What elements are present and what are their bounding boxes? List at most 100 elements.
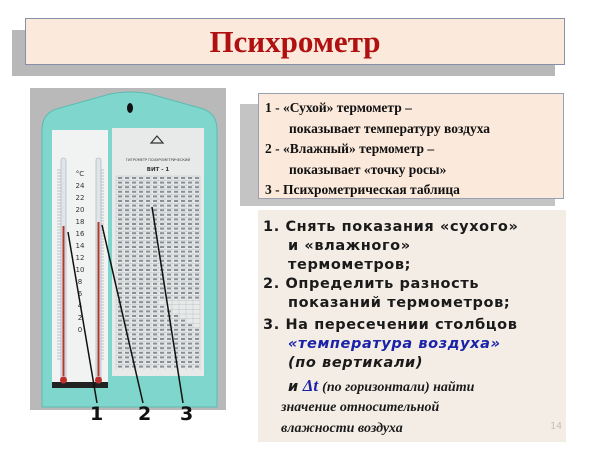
table-cell bbox=[195, 356, 199, 359]
table-cell bbox=[125, 273, 129, 276]
table-cell bbox=[139, 246, 143, 248]
table-cell bbox=[146, 269, 150, 271]
table-cell bbox=[153, 255, 157, 258]
table-cell bbox=[160, 342, 164, 345]
table-cell bbox=[167, 190, 171, 193]
table-cell bbox=[125, 365, 129, 368]
table-cell bbox=[146, 310, 150, 313]
table-cell bbox=[160, 213, 164, 216]
table-cell bbox=[125, 324, 129, 327]
table-cell bbox=[139, 241, 143, 244]
table-cell bbox=[118, 181, 122, 184]
table-cell bbox=[125, 186, 129, 189]
table-cell bbox=[181, 351, 185, 354]
table-cell bbox=[188, 296, 192, 299]
table-cell bbox=[160, 218, 164, 221]
table-cell bbox=[174, 342, 178, 345]
table-cell bbox=[181, 204, 185, 207]
table-caption: ГИГРОМЕТР ПСИХРОМЕТРИЧЕСКИЙ bbox=[126, 157, 191, 162]
table-cell bbox=[174, 273, 178, 276]
table-cell bbox=[146, 301, 150, 304]
table-cell bbox=[153, 204, 157, 207]
table-cell bbox=[139, 190, 143, 193]
table-cell bbox=[139, 328, 143, 331]
table-cell bbox=[181, 273, 185, 276]
psychrometer-photo: °C242220181614121086420 ГИГРОМЕТР ПСИХРО… bbox=[30, 88, 226, 410]
table-cell bbox=[160, 292, 164, 294]
table-cell bbox=[146, 236, 150, 239]
table-cell bbox=[181, 292, 185, 294]
table-cell bbox=[146, 264, 150, 267]
scale-label: 12 bbox=[76, 254, 85, 262]
table-cell bbox=[139, 273, 143, 276]
step-1-line-2: и «влажного» bbox=[288, 238, 411, 254]
table-cell bbox=[174, 241, 178, 244]
table-cell bbox=[174, 319, 178, 322]
table-cell bbox=[146, 282, 150, 285]
table-cell bbox=[167, 361, 171, 363]
table-cell bbox=[174, 195, 178, 198]
table-cell bbox=[132, 282, 136, 285]
step-1-line-3: термометров; bbox=[288, 257, 412, 273]
table-cell bbox=[146, 181, 150, 184]
table-cell bbox=[153, 342, 157, 345]
table-cell bbox=[174, 236, 178, 239]
table-cell bbox=[118, 273, 122, 276]
table-cell bbox=[181, 227, 185, 230]
delta-t: Δt bbox=[302, 376, 319, 395]
table-cell bbox=[139, 195, 143, 198]
table-cell bbox=[153, 195, 157, 198]
step-3-line-6: влажности воздуха bbox=[281, 421, 403, 436]
page-title: Психрометр bbox=[209, 23, 381, 59]
table-cell bbox=[167, 365, 171, 368]
table-cell bbox=[125, 282, 129, 285]
table-cell bbox=[167, 333, 171, 336]
table-cell bbox=[160, 282, 164, 285]
table-cell bbox=[132, 195, 136, 198]
table-cell bbox=[132, 269, 136, 271]
table-cell bbox=[174, 190, 178, 193]
table-cell bbox=[125, 213, 129, 216]
table-cell bbox=[188, 209, 192, 212]
table-cell bbox=[132, 287, 136, 290]
table-cell bbox=[118, 333, 122, 336]
table-cell bbox=[195, 342, 199, 345]
table-cell bbox=[195, 292, 199, 294]
table-cell bbox=[188, 236, 192, 239]
table-cell bbox=[125, 195, 129, 198]
table-cell bbox=[139, 351, 143, 354]
table-cell bbox=[139, 356, 143, 359]
table-cell bbox=[139, 236, 143, 239]
table-cell bbox=[167, 213, 171, 216]
table-cell bbox=[132, 333, 136, 336]
table-cell bbox=[132, 319, 136, 322]
table-cell bbox=[139, 186, 143, 189]
table-cell bbox=[125, 347, 129, 350]
table-cell bbox=[160, 356, 164, 359]
table-cell bbox=[139, 305, 143, 308]
table-cell bbox=[181, 324, 185, 327]
table-cell bbox=[153, 246, 157, 248]
table-cell bbox=[146, 186, 150, 189]
table-cell bbox=[146, 246, 150, 248]
table-cell bbox=[153, 305, 157, 308]
table-cell bbox=[195, 232, 199, 235]
table-cell bbox=[132, 227, 136, 230]
dry-bulb bbox=[60, 376, 67, 384]
table-cell bbox=[118, 305, 122, 308]
table-cell bbox=[167, 204, 171, 207]
table-cell bbox=[118, 296, 122, 299]
table-cell bbox=[118, 361, 122, 363]
table-cell bbox=[174, 250, 178, 253]
table-cell bbox=[160, 278, 164, 281]
table-cell bbox=[118, 190, 122, 193]
table-cell bbox=[153, 324, 157, 327]
table-cell bbox=[174, 333, 178, 336]
table-cell bbox=[132, 278, 136, 281]
table-cell bbox=[153, 186, 157, 189]
table-cell bbox=[188, 365, 192, 368]
table-cell bbox=[132, 181, 136, 184]
steps-box bbox=[258, 210, 566, 442]
table-cell bbox=[118, 209, 122, 212]
table-cell bbox=[139, 347, 143, 350]
